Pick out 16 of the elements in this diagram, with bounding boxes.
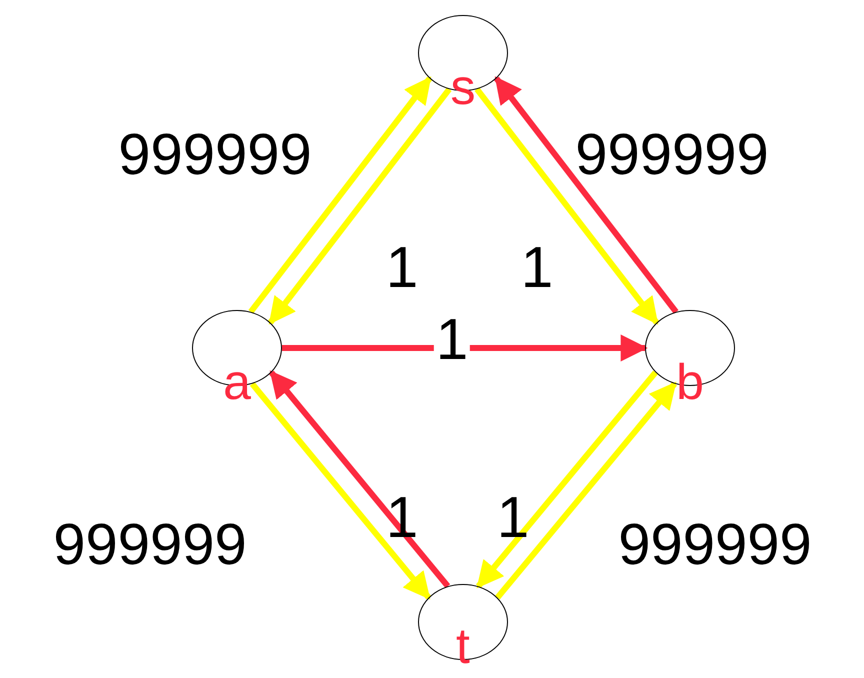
weight-label: 999999: [618, 516, 812, 574]
weight-label: 999999: [53, 516, 247, 574]
arrow: [494, 76, 678, 314]
weight-label: 1: [520, 239, 554, 297]
arrow: [495, 382, 677, 600]
arrow: [476, 370, 658, 588]
arrow: [248, 76, 432, 314]
weight-label: 999999: [118, 126, 312, 184]
arrow: [474, 87, 659, 325]
weight-label: 999999: [575, 126, 769, 184]
arrow: [250, 382, 431, 600]
arrow: [282, 334, 648, 362]
weight-label: 1: [496, 489, 530, 547]
arrow: [268, 87, 452, 325]
weight-label: 1: [386, 239, 418, 297]
arrow: [269, 370, 450, 588]
